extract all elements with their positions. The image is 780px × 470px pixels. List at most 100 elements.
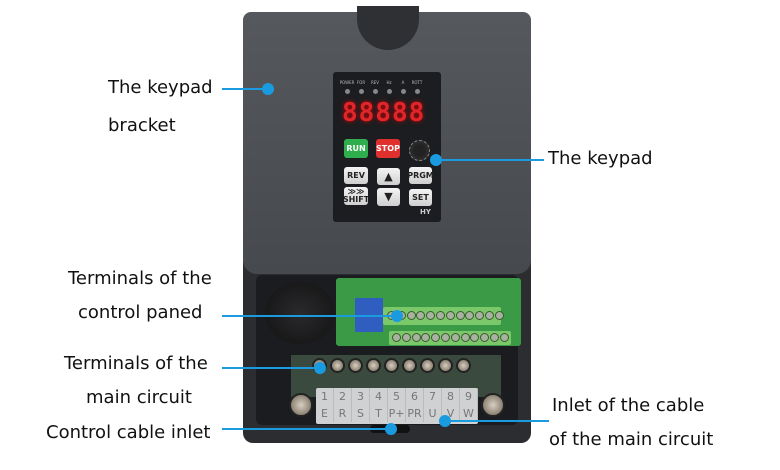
terminal-number: 6 [406, 388, 424, 405]
label-control-cable-inlet: Control cable inlet [46, 422, 211, 443]
terminal-name: W [460, 405, 478, 422]
main-terminal-screw [366, 358, 381, 373]
control-terminal-screw [475, 311, 485, 320]
leader-line [222, 315, 397, 317]
control-terminal-screw [470, 333, 480, 342]
callout-dot [385, 423, 397, 435]
main-terminal-screw [384, 358, 399, 373]
control-terminal-screw [450, 333, 460, 342]
control-terminal-screw [426, 311, 436, 320]
shift-label: SHIFT [342, 195, 370, 204]
seven-segment-display: 88888 [342, 98, 426, 128]
status-led [359, 89, 364, 94]
control-terminal-screw [445, 311, 455, 320]
status-led [387, 89, 392, 94]
led-label: REV [370, 80, 380, 85]
potentiometer-knob[interactable] [409, 140, 430, 161]
terminal-name: V [442, 405, 460, 422]
fan [265, 282, 335, 344]
control-terminal-screw [485, 311, 494, 320]
control-terminal-screw [480, 333, 490, 342]
label-main-inlet-2: of the main circuit [549, 429, 714, 450]
control-terminal-screw [441, 333, 450, 342]
control-terminal-screw [421, 333, 431, 342]
led-label: POWER [339, 80, 355, 85]
led-label: Hz [386, 80, 392, 85]
leader-line [222, 428, 390, 430]
led-label: FOR [356, 80, 366, 85]
brand-mark: HY [420, 208, 431, 216]
led-label: A [401, 80, 405, 85]
control-terminal-screw [406, 311, 416, 320]
main-terminal-screw [456, 358, 471, 373]
terminal-name: U [424, 405, 442, 422]
terminal-number: 3 [352, 388, 370, 405]
control-terminal-screw [411, 333, 421, 342]
terminal-number: 1 [316, 388, 334, 405]
control-terminal-screw [455, 311, 465, 320]
label-control-terminals-1: Terminals of the [68, 268, 212, 289]
control-terminal-screw [416, 311, 426, 320]
label-main-terminals-2: main circuit [86, 387, 192, 408]
control-terminal-screw [499, 333, 509, 342]
control-terminal-screw [465, 311, 475, 320]
status-led [415, 89, 420, 94]
terminal-name: P+ [388, 405, 406, 422]
leader-line [436, 159, 544, 161]
mount-screw-left [289, 393, 313, 417]
control-terminal-screw [392, 333, 401, 342]
led-label: ROTT [411, 80, 423, 85]
main-terminal-screw [402, 358, 417, 373]
shift-arrows: ≫≫ [347, 187, 365, 196]
rev-button[interactable]: REV [344, 167, 368, 184]
label-main-terminals-1: Terminals of the [64, 353, 208, 374]
terminal-number: 5 [388, 388, 406, 405]
prgm-button[interactable]: PRGM [407, 167, 434, 184]
label-keypad: The keypad [548, 148, 653, 169]
label-keypad-bracket-1: The keypad [108, 77, 213, 98]
up-button[interactable]: ▲ [377, 168, 400, 185]
label-main-inlet-1: Inlet of the cable [552, 395, 705, 416]
terminal-name: R [334, 405, 352, 422]
leader-line [222, 367, 320, 369]
callout-dot [262, 83, 274, 95]
terminal-name: PR [406, 405, 424, 422]
terminal-number: 8 [442, 388, 460, 405]
control-terminal-screw [494, 311, 504, 320]
terminal-name: E [316, 405, 334, 422]
run-button[interactable]: RUN [344, 139, 368, 158]
down-button[interactable]: ▼ [377, 188, 400, 206]
leader-line [222, 88, 268, 90]
shift-button[interactable]: ≫≫ SHIFT [342, 187, 370, 205]
label-control-terminals-2: control paned [78, 302, 203, 323]
callout-dot [314, 362, 326, 374]
main-terminal-screw [348, 358, 363, 373]
control-terminal-screw [490, 333, 499, 342]
terminal-name: T [370, 405, 388, 422]
leader-line [445, 420, 549, 422]
mount-screw-right [481, 393, 505, 417]
status-led [401, 89, 406, 94]
terminal-number: 2 [334, 388, 352, 405]
status-led [373, 89, 378, 94]
label-keypad-bracket-2: bracket [108, 115, 176, 136]
status-led [345, 89, 350, 94]
control-terminal-screw [401, 333, 411, 342]
main-terminal-screw [420, 358, 435, 373]
terminal-name: S [352, 405, 370, 422]
control-terminal-screw [431, 333, 441, 342]
callout-dot [430, 154, 442, 166]
terminal-number: 4 [370, 388, 388, 405]
callout-dot [439, 415, 451, 427]
terminal-number: 9 [460, 388, 478, 405]
stop-button[interactable]: STOP [376, 139, 400, 158]
main-terminal-screw [438, 358, 453, 373]
terminal-number: 7 [424, 388, 442, 405]
main-terminal-screw [330, 358, 345, 373]
set-button[interactable]: SET [409, 189, 432, 206]
control-terminal-screw [436, 311, 445, 320]
callout-dot [391, 310, 403, 322]
